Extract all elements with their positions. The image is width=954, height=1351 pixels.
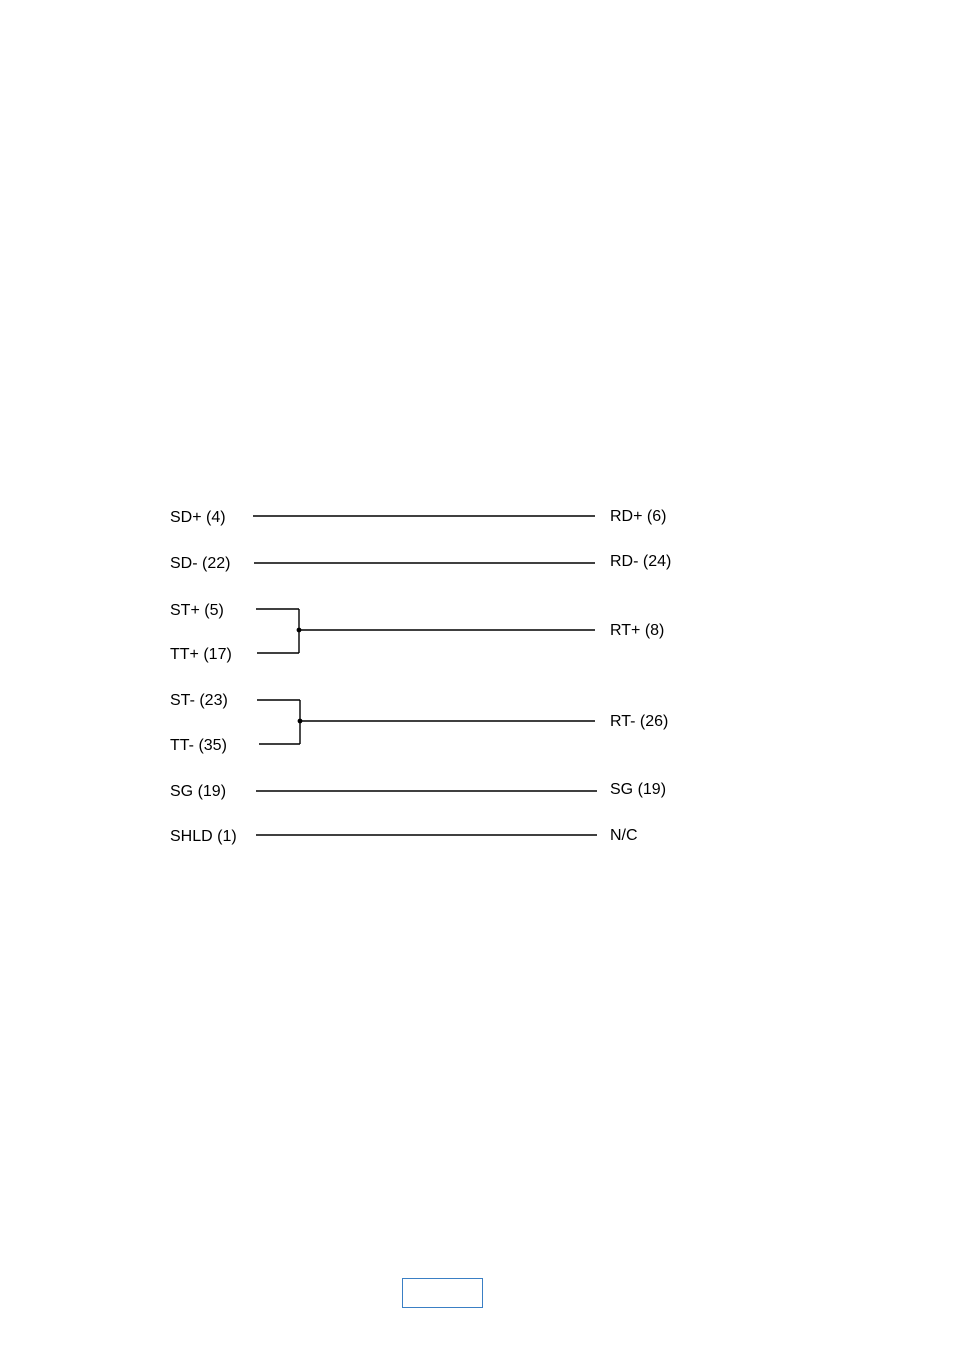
label-st-minus: ST- (23) [170, 692, 228, 709]
label-tt-plus: TT+ (17) [170, 646, 232, 663]
label-nc: N/C [610, 827, 638, 844]
label-sd-plus: SD+ (4) [170, 509, 226, 526]
label-rd-plus: RD+ (6) [610, 508, 666, 525]
label-tt-minus: TT- (35) [170, 737, 227, 754]
label-sg-right: SG (19) [610, 781, 666, 798]
label-sd-minus: SD- (22) [170, 555, 230, 572]
label-rt-plus: RT+ (8) [610, 622, 664, 639]
label-rd-minus: RD- (24) [610, 553, 671, 570]
junction-dot-plus [296, 627, 302, 633]
label-shld: SHLD (1) [170, 828, 237, 845]
label-rt-minus: RT- (26) [610, 713, 668, 730]
junction-dot-minus [297, 718, 303, 724]
page-number-box [402, 1278, 483, 1308]
label-st-plus: ST+ (5) [170, 602, 224, 619]
label-sg-left: SG (19) [170, 783, 226, 800]
